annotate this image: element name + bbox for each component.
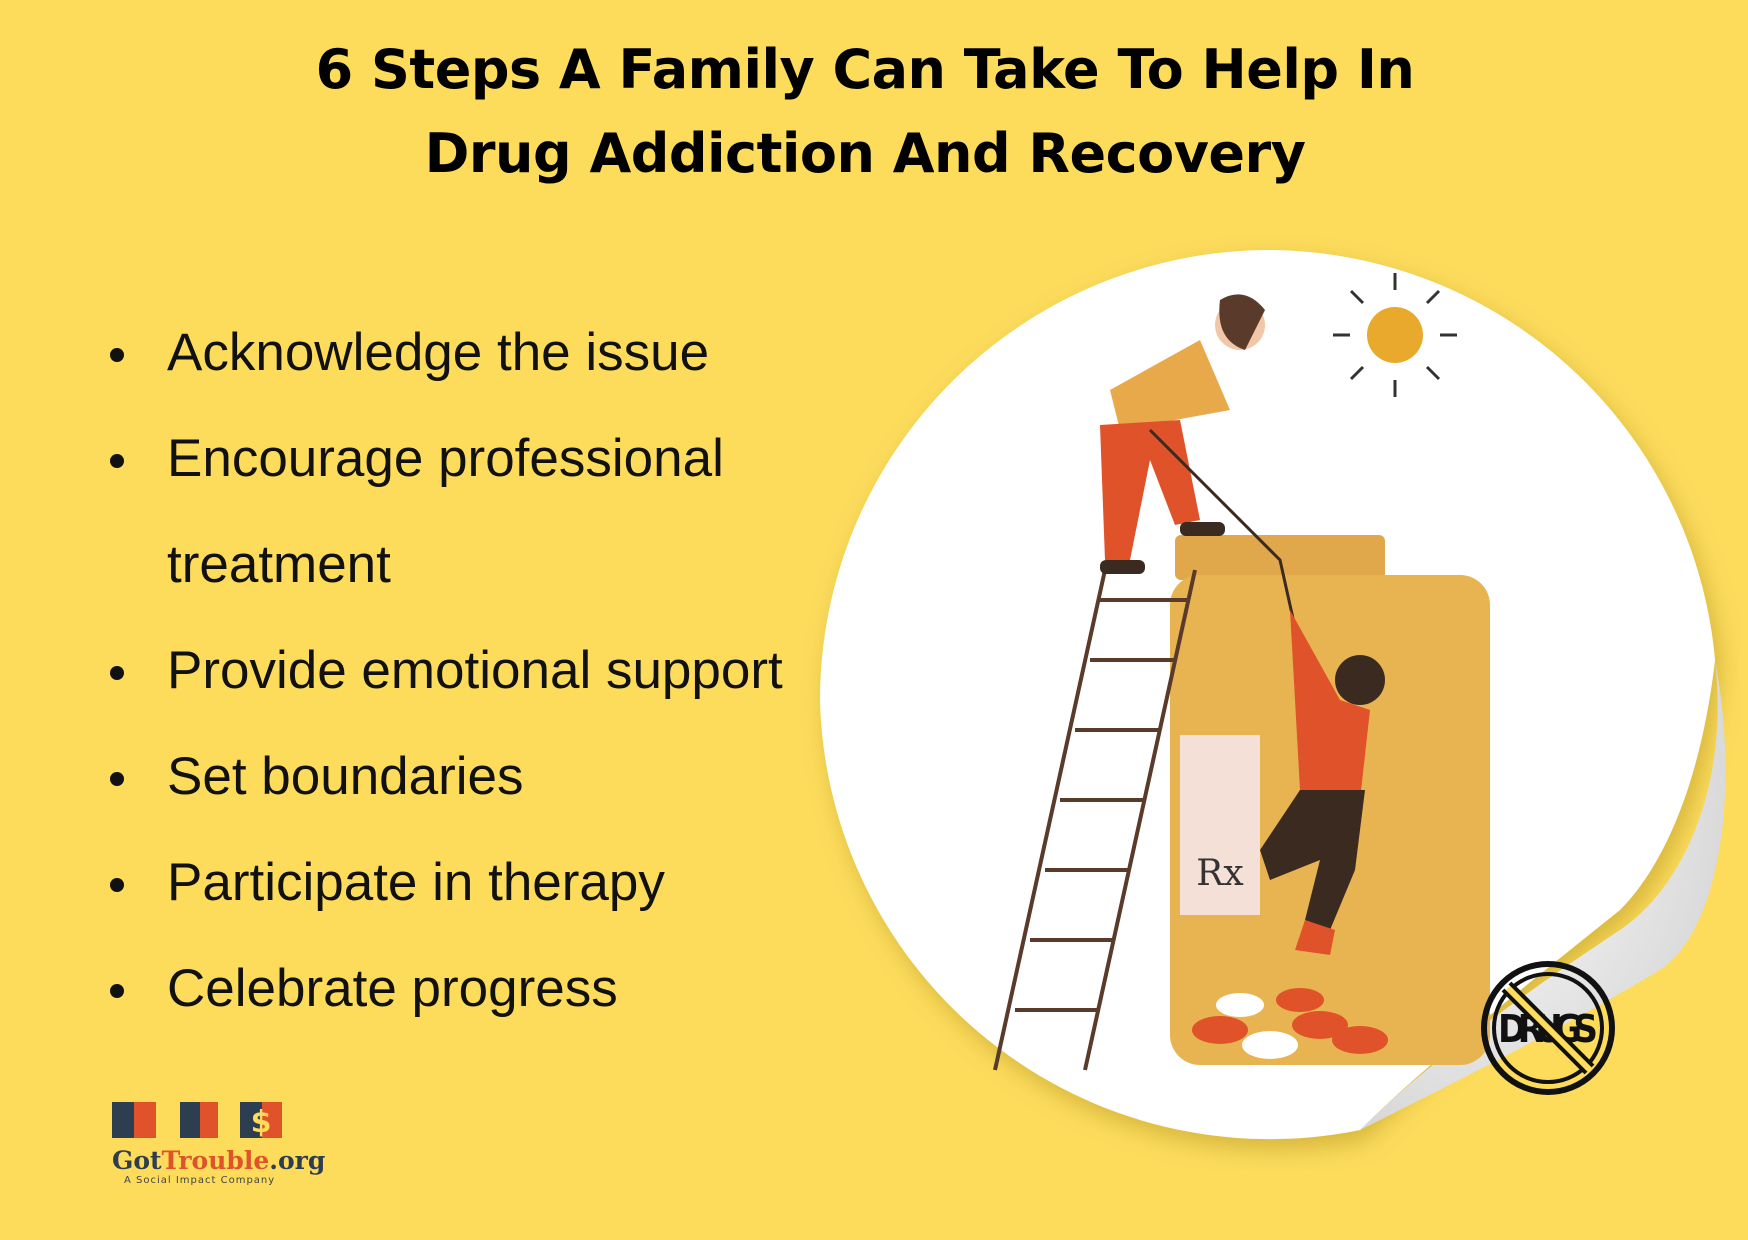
step-label: Provide emotional support bbox=[167, 641, 783, 700]
pills bbox=[1192, 988, 1388, 1059]
sticker-illustration: Rx bbox=[820, 250, 1726, 1140]
step-item: Participate in therapy bbox=[100, 830, 947, 936]
ladder bbox=[993, 569, 1197, 1071]
title-line-2: Drug Addiction And Recovery bbox=[424, 122, 1306, 185]
step-label: Celebrate progress bbox=[167, 959, 618, 1018]
step-label: Participate in therapy bbox=[167, 853, 665, 912]
step-item: Provide emotional support bbox=[100, 618, 947, 724]
logo-name-part: Got bbox=[112, 1146, 162, 1175]
logo-name: GotTrouble.org bbox=[112, 1146, 325, 1175]
bullet-icon bbox=[110, 454, 124, 468]
climbing-figure bbox=[1260, 610, 1385, 955]
step-item: Acknowledge the issue bbox=[100, 300, 947, 406]
step-label: Acknowledge the issue bbox=[167, 323, 710, 382]
helper-figure bbox=[1100, 294, 1302, 651]
steps-list: Acknowledge the issue Encourage professi… bbox=[100, 300, 947, 1042]
page-title: 6 Steps A Family Can Take To Help In Dru… bbox=[0, 28, 1730, 196]
svg-text:$: $ bbox=[251, 1105, 272, 1140]
bullet-icon bbox=[110, 878, 124, 892]
puzzle-icons: $ bbox=[112, 1102, 282, 1140]
sun-icon bbox=[1333, 273, 1457, 397]
step-item: Set boundaries bbox=[100, 724, 947, 830]
title-line-1: 6 Steps A Family Can Take To Help In bbox=[315, 38, 1415, 101]
step-item: Celebrate progress bbox=[100, 936, 947, 1042]
step-label: Encourage professional treatment bbox=[167, 429, 724, 594]
step-item: Encourage professional treatment bbox=[100, 406, 807, 618]
logo-tagline: A Social Impact Company bbox=[124, 1175, 276, 1186]
bullet-icon bbox=[110, 348, 124, 362]
bullet-icon bbox=[110, 772, 124, 786]
no-drugs-icon: DRUGS bbox=[1481, 961, 1615, 1095]
peeled-curl bbox=[1360, 660, 1726, 1130]
bullet-icon bbox=[110, 666, 124, 680]
gottrouble-logo: $ GotTrouble.org A Social Impact Company bbox=[112, 1100, 325, 1186]
logo-name-part: .org bbox=[269, 1146, 326, 1175]
step-label: Set boundaries bbox=[167, 747, 524, 806]
bullet-icon bbox=[110, 984, 124, 998]
logo-name-part: Trouble bbox=[161, 1146, 270, 1175]
prescription-label: Rx bbox=[1196, 853, 1243, 894]
